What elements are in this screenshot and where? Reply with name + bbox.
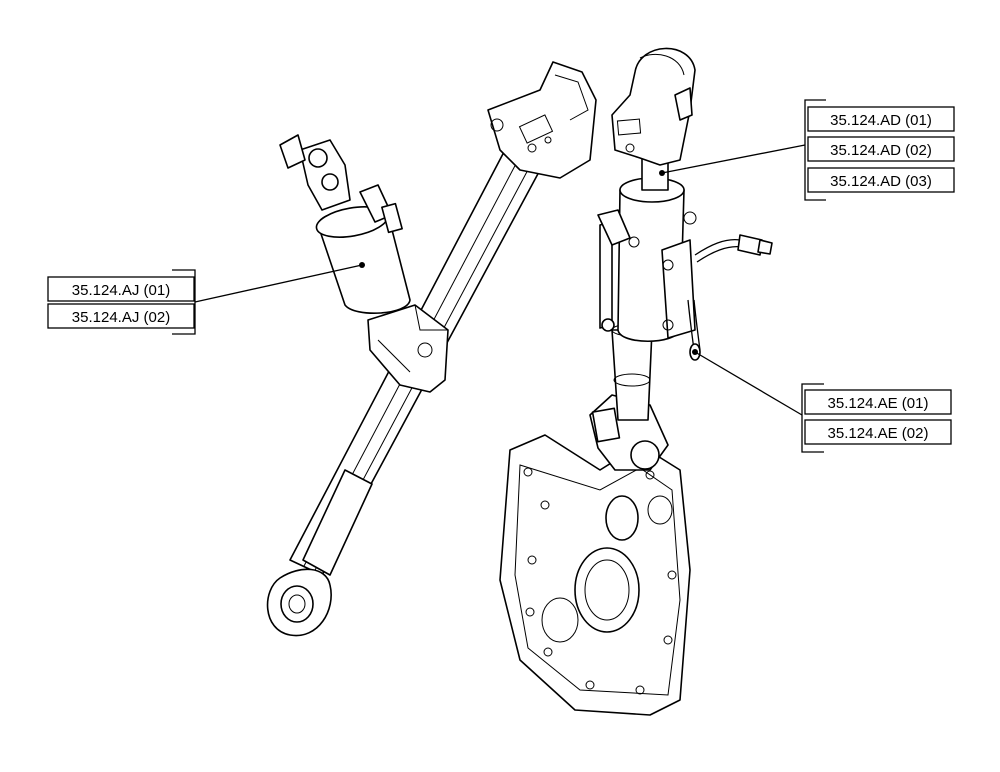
callout-group-ad: 35.124.AD (01) 35.124.AD (02) 35.124.AD … (804, 99, 955, 201)
callout-ad-03-label: 35.124.AD (03) (830, 173, 932, 190)
callout-ad-01-label: 35.124.AD (01) (830, 112, 932, 129)
leader-lines (194, 144, 806, 416)
callout-ae-01-label: 35.124.AE (01) (828, 395, 929, 412)
callout-ad-01[interactable]: 35.124.AD (01) (807, 106, 955, 132)
callout-aj-02-label: 35.124.AJ (02) (72, 309, 170, 326)
callout-aj-02[interactable]: 35.124.AJ (02) (47, 303, 195, 329)
housing-bolt-holes (523, 467, 677, 695)
callout-ad-03[interactable]: 35.124.AD (03) (807, 167, 955, 193)
callout-ae-01[interactable]: 35.124.AE (01) (804, 389, 952, 415)
lift-rod-assembly (266, 61, 597, 637)
callout-group-aj: 35.124.AJ (01) 35.124.AJ (02) (47, 269, 196, 335)
callout-ae-02-label: 35.124.AE (02) (828, 425, 929, 442)
callout-ad-02[interactable]: 35.124.AD (02) (807, 136, 955, 162)
callout-ad-02-label: 35.124.AD (02) (830, 142, 932, 159)
callout-group-ae: 35.124.AE (01) 35.124.AE (02) (801, 383, 952, 453)
callout-aj-01-label: 35.124.AJ (01) (72, 282, 170, 299)
callout-ae-02[interactable]: 35.124.AE (02) (804, 419, 952, 445)
hitch-housing-assembly (499, 47, 773, 716)
callout-aj-01[interactable]: 35.124.AJ (01) (47, 276, 195, 302)
